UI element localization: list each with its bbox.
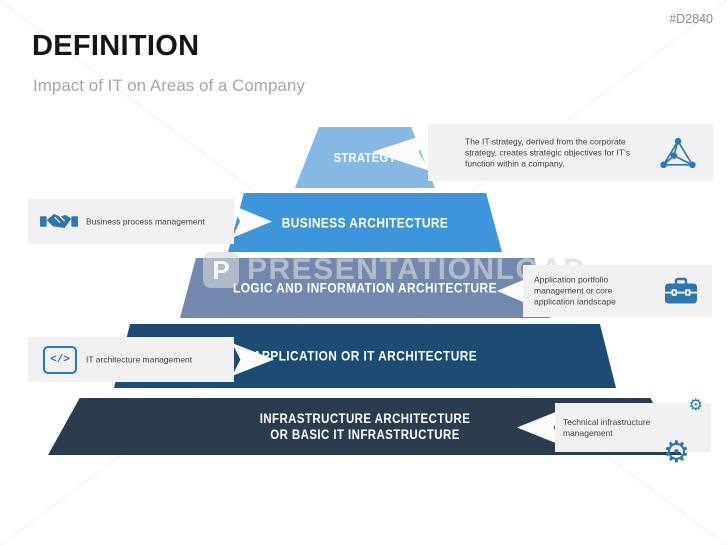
callout-text: Technical infrastructure management (563, 416, 651, 438)
pyramid-level-label: INFRASTRUCTURE ARCHITECTURE OR BASIC IT … (259, 410, 471, 442)
handshake-icon (40, 209, 78, 234)
gears-icon: ⚙ ⚙ (663, 394, 703, 470)
slide-subtitle: Impact of IT on Areas of a Company (33, 76, 305, 95)
pyramid-level-label: APPLICATION OR IT ARCHITECTURE (252, 347, 478, 364)
callout-business-process: Business process management (28, 199, 234, 244)
product-code: #D2840 (669, 12, 713, 26)
toolbox-icon (664, 276, 698, 307)
callout-text: Business process management (86, 215, 205, 226)
pyramid-level-business-architecture: BUSINESS ARCHITECTURE (228, 193, 502, 252)
pyramid-level-label: LOGIC AND INFORMATION ARCHITECTURE (233, 279, 497, 296)
callout-text: Application portfolio management or core… (534, 274, 616, 307)
pyramid-level-label: BUSINESS ARCHITECTURE (281, 214, 449, 231)
callout-technical-infrastructure: Technical infrastructure management ⚙ ⚙ (555, 394, 711, 470)
callout-text: IT architecture management (86, 353, 193, 364)
callout-text: The IT strategy, derived from the corpor… (465, 135, 631, 169)
network-icon (659, 136, 697, 170)
slide-title: DEFINITION (32, 30, 200, 62)
callout-it-architecture: </> IT architecture management (28, 337, 234, 382)
callout-application-portfolio: Application portfolio management or core… (523, 265, 712, 317)
pyramid-level-logic-information-architecture: LOGIC AND INFORMATION ARCHITECTURE (180, 258, 550, 318)
code-icon: </> (43, 345, 77, 374)
callout-strategy: The IT strategy, derived from the corpor… (428, 124, 713, 181)
